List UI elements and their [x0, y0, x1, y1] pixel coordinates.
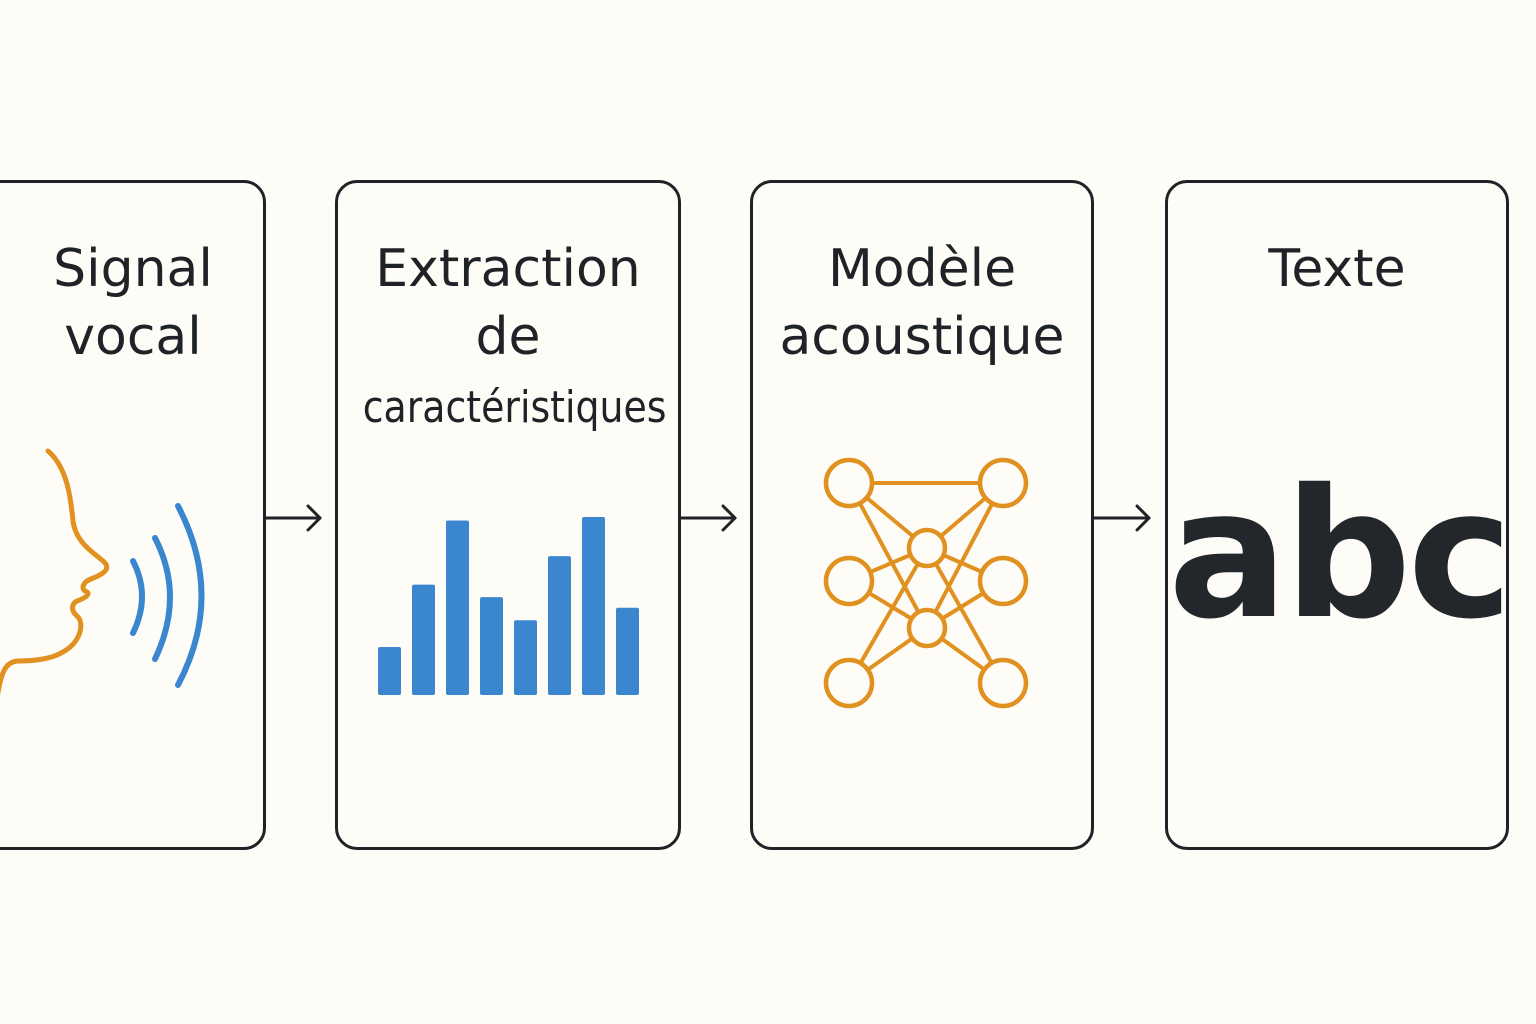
- feature-bar: [446, 520, 469, 695]
- network-node: [823, 657, 875, 709]
- title-line: de: [475, 307, 541, 367]
- step-title: Texte: [1168, 235, 1506, 303]
- speaking-face-icon: [0, 448, 205, 696]
- arrow-right-icon: [264, 504, 322, 532]
- sound-wave-small: [130, 558, 145, 636]
- network-node: [977, 555, 1029, 607]
- feature-bar: [582, 517, 605, 695]
- text-output-icon: abc: [1168, 451, 1513, 658]
- step-title: Signal vocal: [0, 235, 263, 371]
- feature-bar: [412, 584, 435, 695]
- feature-bar: [480, 597, 503, 695]
- title-line: Texte: [1268, 239, 1406, 299]
- title-line: Extraction: [375, 239, 641, 299]
- step-title: Extraction de caractéristiques: [338, 235, 678, 442]
- arrow-right-icon: [679, 504, 737, 532]
- sound-wave-medium: [152, 535, 173, 662]
- network-node: [906, 527, 948, 569]
- title-line: Signal: [53, 239, 213, 299]
- network-node: [977, 457, 1029, 509]
- network-node: [906, 607, 948, 649]
- title-line: acoustique: [779, 307, 1065, 367]
- sound-wave-large: [175, 503, 205, 688]
- step-text: Texte abc: [1165, 180, 1513, 850]
- step-extraction: Extraction de caractéristiques: [335, 180, 681, 850]
- feature-bar: [514, 620, 537, 695]
- step-signal-vocal: Signal vocal: [0, 180, 266, 850]
- title-line: caractéristiques: [362, 382, 667, 433]
- title-line: vocal: [64, 307, 202, 367]
- step-title: Modèle acoustique: [753, 235, 1091, 371]
- feature-bar: [548, 556, 571, 695]
- network-node: [823, 555, 875, 607]
- bar-chart-icon: [378, 517, 639, 695]
- network-node: [977, 657, 1029, 709]
- network-node: [823, 457, 875, 509]
- arrow-right-icon: [1092, 504, 1151, 532]
- neural-network-icon: [823, 457, 1029, 709]
- feature-bar: [378, 646, 401, 695]
- feature-bar: [616, 607, 639, 695]
- title-line: Modèle: [827, 239, 1017, 299]
- step-acoustic-model: Modèle acoustique: [750, 180, 1094, 850]
